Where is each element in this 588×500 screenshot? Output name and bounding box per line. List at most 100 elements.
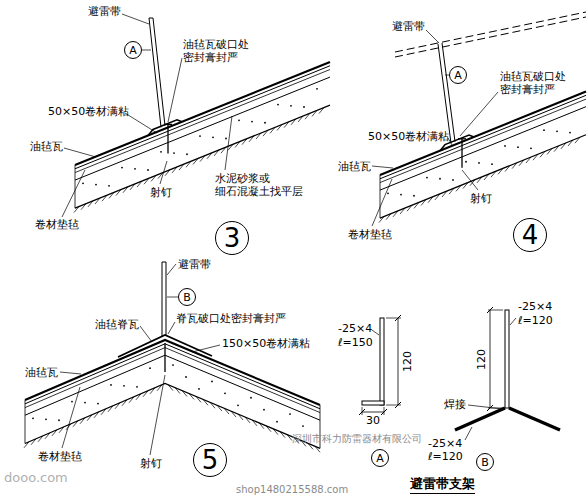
aggregate-dot: [400, 194, 402, 196]
aggregate-dot: [250, 397, 252, 399]
stroke: [157, 385, 162, 391]
stroke: [547, 148, 552, 154]
label: 油毡瓦: [30, 140, 63, 153]
aggregate-dot: [264, 122, 266, 124]
stroke: [372, 166, 393, 168]
stroke: [231, 411, 236, 417]
stroke: [165, 170, 170, 176]
label: 油毡脊瓦: [95, 318, 139, 331]
stroke: [298, 116, 303, 122]
stroke: [554, 146, 559, 152]
stroke: [380, 175, 381, 218]
stroke: [455, 408, 505, 430]
label: 射钉: [140, 457, 162, 470]
stroke: [25, 344, 320, 409]
label: 50×50卷材满粘: [368, 130, 449, 143]
stroke: [60, 372, 81, 374]
callout-text: B: [183, 292, 191, 303]
stroke: [561, 143, 566, 149]
stroke: [270, 127, 275, 133]
stroke: [252, 420, 257, 426]
stroke: [143, 391, 148, 397]
stroke: [210, 402, 215, 408]
callout-text: B: [481, 457, 489, 468]
label: -25×4: [338, 322, 372, 335]
aggregate-dot: [134, 168, 136, 170]
stroke: [149, 18, 153, 19]
stroke: [200, 156, 205, 162]
stroke: [380, 135, 586, 218]
aggregate-dot: [316, 88, 318, 90]
aggregate-dot: [504, 145, 506, 147]
stroke: [509, 408, 560, 430]
label: 油毡瓦: [338, 160, 371, 173]
stroke: [238, 414, 243, 420]
stroke: [498, 168, 503, 174]
stroke: [462, 170, 478, 190]
stroke: [123, 187, 128, 193]
aggregate-dot: [58, 419, 60, 421]
label: ℓ=120: [518, 314, 553, 327]
label: 120: [401, 351, 414, 372]
aggregate-dot: [387, 192, 389, 194]
stroke: [214, 150, 219, 156]
aggregate-dot: [211, 380, 213, 382]
watermark: 深圳市科力防雷器材有限公司: [292, 433, 422, 445]
aggregate-dot: [465, 161, 467, 163]
stroke: [319, 108, 324, 114]
aggregate-dot: [199, 135, 201, 137]
stroke: [193, 158, 198, 164]
callout-text: A: [129, 45, 137, 56]
callout-text: 3: [224, 225, 241, 251]
stroke: [395, 402, 401, 408]
stroke: [109, 192, 114, 198]
illustration: [24, 12, 586, 455]
stroke: [95, 198, 100, 204]
callout-circle: 5: [193, 443, 227, 477]
aggregate-dot: [452, 179, 454, 181]
stroke: [505, 166, 510, 172]
label: -25×4: [428, 437, 462, 450]
stroke: [242, 139, 247, 145]
callout-circle: A: [371, 449, 389, 467]
stroke: [407, 205, 412, 211]
stroke: [256, 133, 261, 139]
aggregate-dot: [160, 151, 162, 153]
stroke: [140, 326, 152, 342]
aggregate-dot: [95, 184, 97, 186]
stroke: [308, 443, 313, 449]
stroke: [280, 432, 285, 438]
stroke: [122, 14, 149, 24]
stroke: [477, 177, 482, 183]
stroke: [312, 110, 317, 116]
stroke: [291, 119, 296, 125]
stroke: [168, 322, 175, 334]
stroke: [25, 383, 320, 448]
stroke: [162, 262, 163, 336]
aggregate-dot: [82, 182, 84, 184]
stroke: [101, 409, 106, 415]
stroke: [142, 50, 151, 51]
stroke: [372, 179, 392, 226]
stroke: [175, 388, 180, 394]
stroke: [380, 107, 586, 190]
aggregate-dot: [238, 119, 240, 121]
aggregate-dot: [290, 105, 292, 107]
label: 焊接: [444, 398, 466, 411]
stroke: [80, 418, 85, 424]
stroke: [62, 170, 85, 217]
stroke: [129, 397, 134, 403]
aggregate-dot: [198, 388, 200, 390]
aggregate-dot: [276, 421, 278, 423]
aggregate-dot: [530, 147, 532, 149]
stroke: [460, 92, 498, 136]
stroke: [568, 140, 573, 146]
aggregate-dot: [45, 418, 47, 420]
aggregate-dot: [426, 177, 428, 179]
aggregate-dot: [212, 136, 214, 138]
aggregate-dot: [517, 146, 519, 148]
stroke: [186, 161, 191, 167]
stroke: [25, 355, 320, 420]
label: 卷材垫毡: [348, 228, 392, 241]
stroke: [153, 18, 165, 126]
